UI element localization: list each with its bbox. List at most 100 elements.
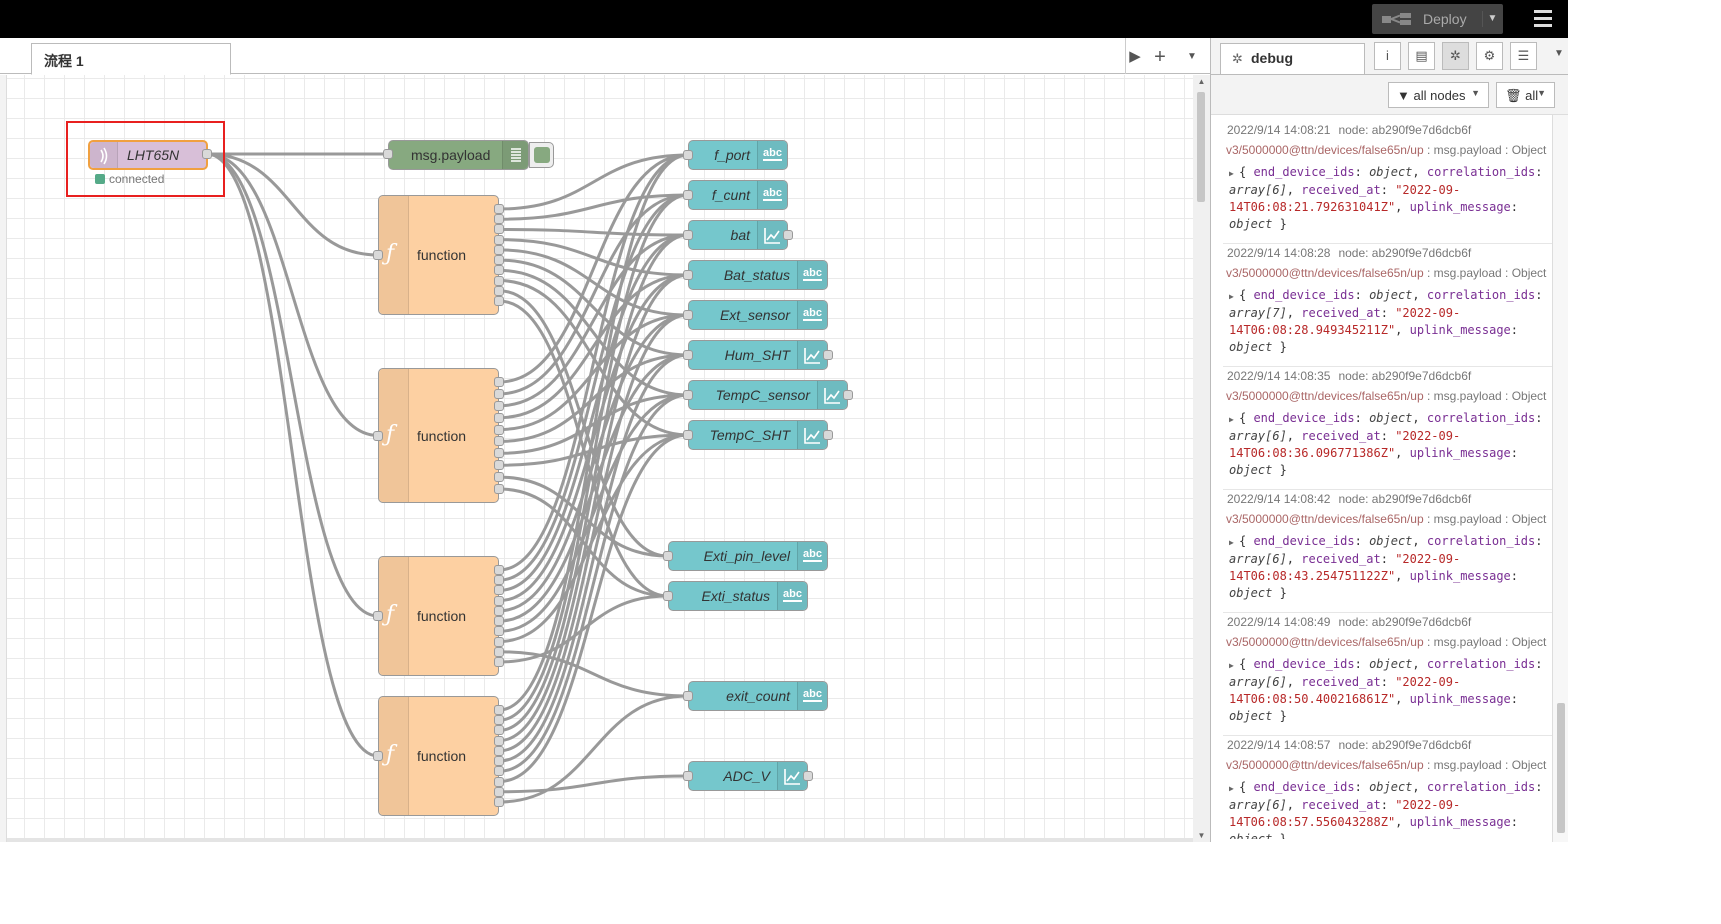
scroll-down-icon[interactable]: ▼ — [1197, 831, 1206, 840]
wire[interactable] — [498, 650, 689, 698]
wire[interactable] — [498, 193, 689, 722]
info-icon[interactable]: i — [1374, 42, 1401, 70]
output-port[interactable] — [494, 424, 504, 435]
output-port[interactable] — [494, 705, 504, 715]
message-object[interactable]: ▶{ end_device_ids: object, correlation_i… — [1229, 165, 1543, 231]
wire[interactable] — [498, 248, 689, 317]
output-port[interactable] — [783, 230, 793, 240]
output-port[interactable] — [823, 350, 833, 360]
clear-messages-button[interactable]: 🗑 all ▼ — [1496, 82, 1555, 108]
output-port[interactable] — [494, 605, 504, 616]
wire[interactable] — [206, 152, 379, 257]
wire[interactable] — [498, 353, 689, 443]
message-node[interactable]: node: ab290f9e7d6dcb6f — [1338, 369, 1472, 383]
wire[interactable] — [498, 393, 689, 773]
input-port[interactable] — [683, 430, 693, 440]
tab-flow-1[interactable]: 流程 1 — [31, 43, 231, 75]
scroll-up-icon[interactable]: ▲ — [1197, 77, 1206, 86]
message-object[interactable]: ▶{ end_device_ids: object, correlation_i… — [1229, 657, 1543, 723]
wire[interactable] — [498, 258, 689, 357]
input-port[interactable] — [383, 149, 393, 159]
input-port[interactable] — [373, 250, 383, 260]
output-port[interactable] — [494, 595, 504, 606]
expand-triangle-icon[interactable]: ▶ — [1229, 538, 1234, 547]
output-port[interactable] — [803, 771, 813, 781]
output-port[interactable] — [494, 234, 504, 245]
chevron-down-icon[interactable]: ▼ — [1554, 48, 1564, 59]
output-port[interactable] — [494, 565, 504, 575]
output-port[interactable] — [494, 400, 504, 411]
ui-node-tempc-sht[interactable]: TempC_SHT — [688, 420, 828, 450]
output-port[interactable] — [494, 735, 504, 746]
expand-triangle-icon[interactable]: ▶ — [1229, 661, 1234, 670]
bug-icon[interactable]: ✲ — [1442, 42, 1469, 70]
expand-triangle-icon[interactable]: ▶ — [1229, 169, 1234, 178]
input-port[interactable] — [683, 771, 693, 781]
ui-node-tempc-sensor[interactable]: TempC_sensor — [688, 380, 848, 410]
wire[interactable] — [498, 273, 689, 420]
wire[interactable] — [498, 153, 689, 211]
wire[interactable] — [498, 774, 689, 794]
input-port[interactable] — [683, 691, 693, 701]
wire[interactable] — [498, 153, 689, 384]
wire[interactable] — [498, 694, 689, 804]
message-node[interactable]: node: ab290f9e7d6dcb6f — [1338, 123, 1472, 137]
input-port[interactable] — [683, 230, 693, 240]
gear-icon[interactable]: ⚙ — [1476, 42, 1503, 70]
output-port[interactable] — [494, 214, 504, 225]
wire[interactable] — [206, 152, 379, 437]
scroll-thumb[interactable] — [1197, 92, 1205, 202]
message-node[interactable]: node: ab290f9e7d6dcb6f — [1338, 738, 1472, 752]
wire[interactable] — [498, 353, 689, 763]
expand-triangle-icon[interactable]: ▶ — [1229, 784, 1234, 793]
debug-toggle-button[interactable] — [529, 142, 554, 168]
output-port[interactable] — [843, 390, 853, 400]
input-port[interactable] — [683, 270, 693, 280]
input-port[interactable] — [373, 611, 383, 621]
output-port[interactable] — [494, 472, 504, 483]
output-port[interactable] — [494, 756, 504, 767]
message-object[interactable]: ▶{ end_device_ids: object, correlation_i… — [1229, 780, 1543, 839]
wire[interactable] — [498, 273, 689, 743]
output-port[interactable] — [823, 430, 833, 440]
output-port[interactable] — [494, 296, 504, 306]
output-port[interactable] — [494, 412, 504, 423]
output-port[interactable] — [494, 436, 504, 447]
output-port[interactable] — [494, 646, 504, 657]
output-port[interactable] — [494, 575, 504, 586]
add-flow-icon[interactable]: + — [1154, 46, 1166, 68]
wire[interactable] — [498, 238, 689, 277]
input-port[interactable] — [663, 591, 673, 601]
wire[interactable] — [498, 487, 669, 598]
wire[interactable] — [206, 152, 379, 758]
output-port[interactable] — [494, 275, 504, 286]
wire[interactable] — [498, 193, 689, 221]
scroll-tabs-right-icon[interactable]: ▶ — [1129, 48, 1141, 65]
scroll-thumb[interactable] — [1557, 703, 1565, 833]
input-port[interactable] — [683, 190, 693, 200]
wire[interactable] — [498, 153, 689, 572]
wire[interactable] — [498, 193, 689, 582]
output-port[interactable] — [494, 388, 504, 399]
output-port[interactable] — [494, 448, 504, 459]
message-object[interactable]: ▶{ end_device_ids: object, correlation_i… — [1229, 288, 1543, 354]
message-node[interactable]: node: ab290f9e7d6dcb6f — [1338, 246, 1472, 260]
output-port[interactable] — [494, 265, 504, 276]
ui-node-bat[interactable]: bat — [688, 220, 788, 250]
input-port[interactable] — [683, 390, 693, 400]
output-port[interactable] — [494, 766, 504, 777]
output-port[interactable] — [494, 244, 504, 255]
wire[interactable] — [498, 227, 689, 237]
input-port[interactable] — [373, 430, 383, 441]
debug-scrollbar[interactable] — [1552, 115, 1568, 842]
wire[interactable] — [498, 313, 689, 432]
